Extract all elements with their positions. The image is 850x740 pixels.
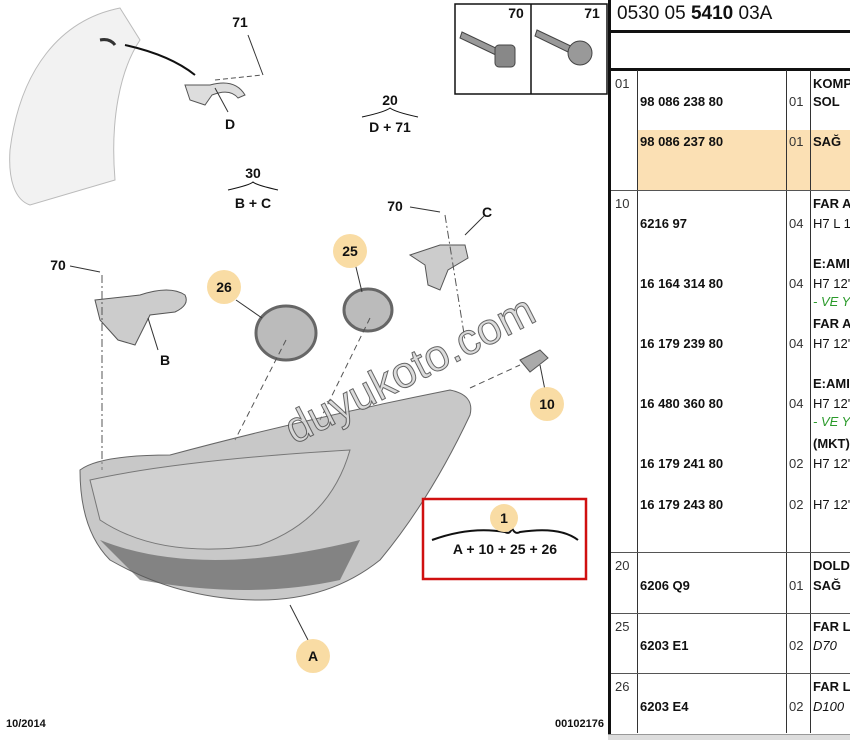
group-30-number: 30	[245, 165, 261, 181]
quantity: 02	[789, 497, 804, 512]
part-description: H7 12'	[813, 336, 850, 351]
quantity: 04	[789, 216, 804, 231]
part-number[interactable]: 16 179 243 80	[640, 497, 724, 512]
parts-list-title: 0530 05 5410 03A	[617, 3, 773, 24]
date-label: 10/2014	[6, 718, 46, 730]
part-number[interactable]: 6203 E1	[640, 638, 689, 653]
row-index: 25	[615, 619, 630, 634]
bubble-1: 1	[490, 504, 518, 532]
part-description: FAR A	[813, 196, 850, 211]
part-description: FAR A	[813, 316, 850, 331]
row-index: 26	[615, 679, 630, 694]
part-number[interactable]: 6216 97	[640, 216, 687, 231]
group-30-parts: B + C	[234, 195, 272, 211]
drawing-number: 00102176	[555, 718, 604, 730]
callout-71: 71	[232, 14, 248, 30]
part-number[interactable]: 6206 Q9	[640, 578, 690, 593]
row-index: 01	[615, 76, 630, 91]
part-number[interactable]: 16 179 241 80	[640, 456, 724, 471]
headlight-drawing	[9, 3, 608, 641]
part-number[interactable]: 16 164 314 80	[640, 276, 724, 291]
part-description: FAR L	[813, 679, 850, 694]
callout-70-right: 70	[387, 198, 403, 214]
part-description: DOLD	[813, 558, 850, 573]
group-20-parts: D + 71	[369, 119, 411, 135]
bulb-10	[519, 349, 549, 373]
bubble-26: 26	[207, 270, 241, 304]
part-description: (MKT)	[813, 436, 850, 451]
header-box	[611, 30, 850, 71]
assembly-highlight-box	[421, 497, 588, 581]
part-number[interactable]: 16 480 360 80	[640, 396, 724, 411]
screw-70-icon	[459, 31, 516, 68]
bubble-10: 10	[530, 387, 564, 421]
group-20-number: 20	[382, 92, 398, 108]
fender-outline	[9, 7, 141, 206]
quantity: 02	[789, 456, 804, 471]
quantity: 04	[789, 336, 804, 351]
cap-25	[342, 287, 394, 333]
quantity: 01	[789, 578, 804, 593]
part-description: - VE Y	[813, 414, 850, 429]
quantity: 01	[789, 94, 804, 109]
part-description: KOMP	[813, 76, 850, 91]
part-description: H7 12'	[813, 396, 850, 411]
callout-c: C	[481, 204, 493, 220]
bottom-scroll-edge	[608, 734, 850, 740]
callout-70-left: 70	[50, 257, 66, 273]
bubble-a: A	[296, 639, 330, 673]
part-description: H7 12'	[813, 276, 850, 291]
part-description: SAĞ	[813, 578, 842, 593]
part-description: SOL	[813, 94, 840, 109]
part-description: H7 12'	[813, 456, 850, 471]
screw-71-icon	[534, 29, 593, 66]
callout-d: D	[224, 116, 236, 132]
part-number[interactable]: 6203 E4	[640, 699, 689, 714]
assembly-parts: A + 10 + 25 + 26	[452, 541, 558, 557]
callout-b: B	[159, 352, 171, 368]
quantity: 02	[789, 699, 804, 714]
part-description: D100	[813, 699, 845, 714]
part-description: D70	[813, 638, 837, 653]
box-label-70: 70	[508, 5, 524, 21]
quantity: 04	[789, 396, 804, 411]
part-description: FAR L	[813, 619, 850, 634]
part-number[interactable]: 16 179 239 80	[640, 336, 724, 351]
exploded-diagram: 71 D 20 D + 71 30 B + C 70 70 C B 70 71 …	[6, 3, 608, 730]
part-description: SAĞ	[813, 134, 842, 149]
part-description: H7 L 1	[813, 216, 850, 231]
row-index: 20	[615, 558, 630, 573]
cap-26	[254, 304, 318, 362]
part-description: - VE Y	[813, 294, 850, 309]
quantity: 04	[789, 276, 804, 291]
quantity: 02	[789, 638, 804, 653]
part-number[interactable]: 98 086 238 80	[640, 94, 724, 109]
quantity: 01	[789, 134, 804, 149]
part-description: H7 12'	[813, 497, 850, 512]
box-label-71: 71	[584, 5, 600, 21]
bracket-d	[184, 82, 246, 106]
bubble-25: 25	[333, 234, 367, 268]
part-number[interactable]: 98 086 237 80	[640, 134, 724, 149]
bracket-b	[94, 289, 187, 346]
part-description: E:AMI	[813, 376, 850, 391]
selected-row-highlight	[638, 130, 850, 191]
bracket-c	[408, 244, 469, 291]
row-index: 10	[615, 196, 630, 211]
part-description: E:AMI	[813, 256, 850, 271]
